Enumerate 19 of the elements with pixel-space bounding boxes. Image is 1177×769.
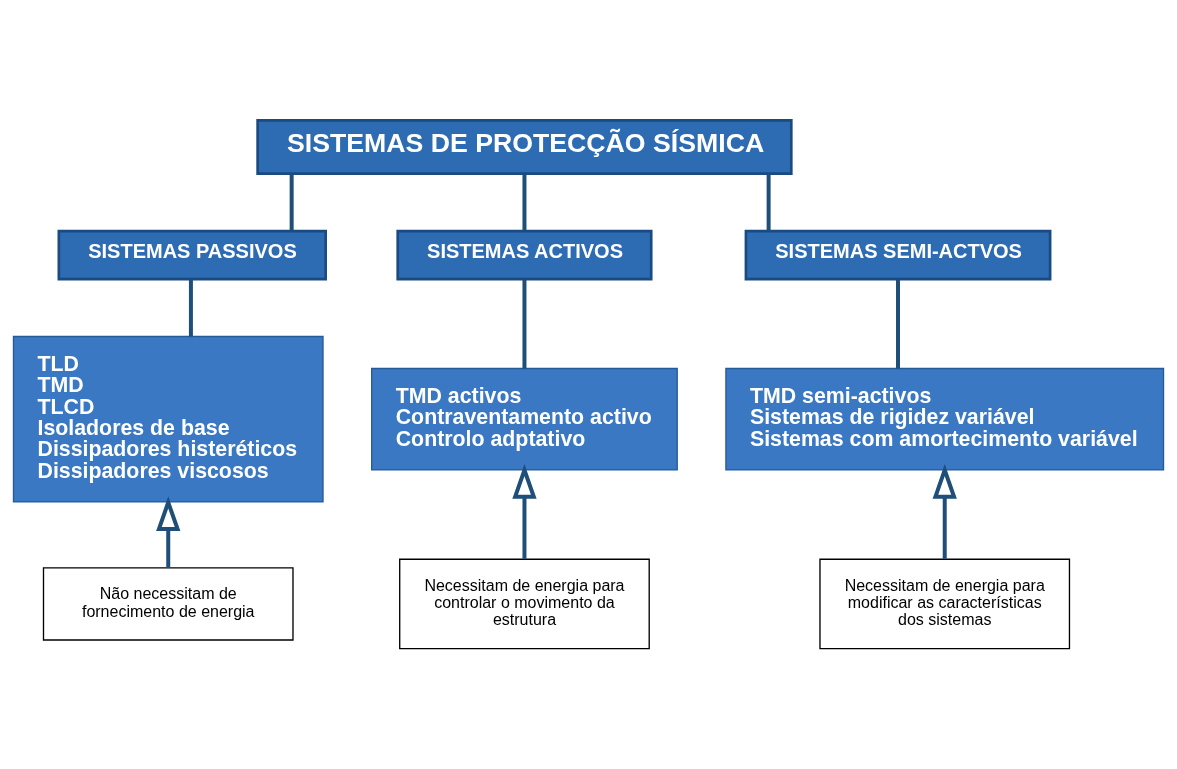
node-box: Não necessitam de fornecimento de energia (42, 567, 294, 641)
connector (522, 279, 527, 369)
connector (766, 173, 771, 231)
node-box: TMD activos Contraventamento activo Controlo adptativo (371, 367, 678, 471)
node-box: TLD TMD TLCD Isoladores de base Dissipadores histeréticos Dissipadores viscosos (12, 335, 324, 503)
node-box: Necessitam de energia para controlar o movimento da estrutura (399, 558, 650, 650)
node-box: SISTEMAS PASSIVOS (57, 229, 327, 281)
node-box: SISTEMAS SEMI-ACTVOS (744, 229, 1052, 281)
connector (289, 173, 294, 231)
node-box: SISTEMAS DE PROTECÇÃO SÍSMICA (256, 119, 793, 176)
arrow (156, 496, 181, 568)
node-box: SISTEMAS ACTIVOS (396, 229, 653, 281)
node-box: Necessitam de energia para modificar as características dos sistemas (819, 558, 1071, 650)
arrow (932, 464, 957, 559)
node-box: TMD semi-activos Sistemas de rigidez variável Sistemas com amortecimento variável (725, 367, 1165, 471)
arrow (512, 464, 537, 559)
connector (896, 279, 900, 369)
connector (188, 279, 193, 337)
connector (522, 173, 527, 231)
